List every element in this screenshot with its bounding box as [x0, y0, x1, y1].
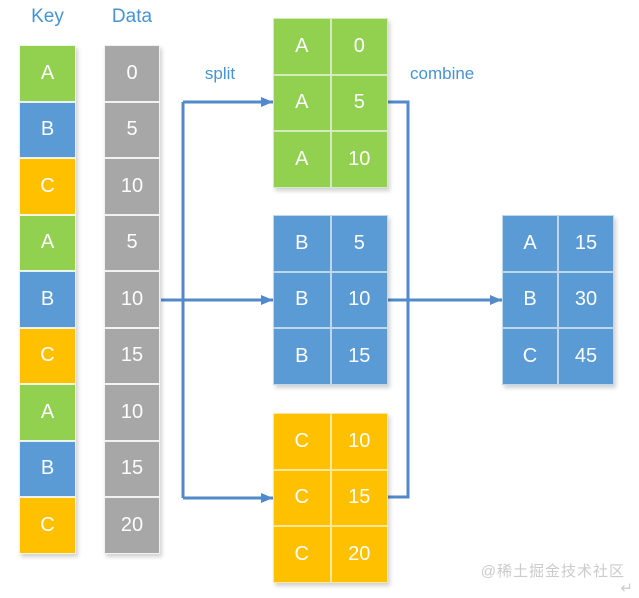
group-value-cell: 20	[330, 526, 388, 583]
watermark-text: @稀土掘金技术社区	[480, 563, 625, 580]
data-cell: 10	[104, 271, 160, 328]
data-cell: 15	[104, 440, 160, 497]
data-column-header: Data	[111, 6, 153, 27]
group-key-cell: A	[273, 74, 331, 132]
data-cell: 10	[104, 158, 160, 215]
combine-label: combine	[410, 64, 475, 83]
data-cell: 15	[104, 327, 160, 384]
result-value-cell: 15	[558, 215, 614, 272]
key-cell: A	[19, 384, 76, 441]
group-value-cell: 15	[330, 328, 388, 385]
result-value-cell: 30	[558, 271, 614, 329]
key-cell: A	[19, 214, 76, 271]
data-cell: 20	[104, 497, 160, 554]
group-value-cell: 10	[330, 271, 388, 329]
group-key-cell: A	[273, 18, 331, 75]
data-cell: 5	[104, 101, 160, 158]
combine-line-a	[388, 100, 410, 300]
combine-line-c	[388, 300, 410, 499]
key-cell: C	[19, 158, 76, 215]
group-value-cell: 15	[330, 469, 388, 527]
key-cell: A	[19, 45, 76, 102]
return-arrow-icon: ↵	[620, 580, 633, 597]
group-key-cell: C	[273, 469, 331, 527]
group-key-cell: A	[273, 131, 331, 188]
group-key-cell: C	[273, 413, 331, 470]
group-value-cell: 10	[330, 131, 388, 188]
group-value-cell: 0	[330, 18, 388, 75]
result-value-cell: 45	[558, 328, 614, 385]
key-cell: B	[19, 271, 76, 328]
key-cell: B	[19, 440, 76, 497]
key-cell: B	[19, 101, 76, 158]
group-key-cell: B	[273, 328, 331, 385]
group-key-cell: B	[273, 271, 331, 329]
group-key-cell: B	[273, 215, 331, 272]
group-key-cell: C	[273, 526, 331, 583]
group-value-cell: 10	[330, 413, 388, 470]
data-cell: 10	[104, 384, 160, 441]
result-key-cell: B	[502, 271, 558, 329]
group-value-cell: 5	[330, 74, 388, 132]
result-key-cell: A	[502, 215, 558, 272]
result-key-cell: C	[502, 328, 558, 385]
key-cell: C	[19, 497, 76, 554]
data-cell: 5	[104, 214, 160, 271]
key-cell: C	[19, 327, 76, 384]
data-cell: 0	[104, 45, 160, 102]
split-label: split	[204, 64, 236, 83]
group-value-cell: 5	[330, 215, 388, 272]
key-column-header: Key	[31, 6, 64, 27]
